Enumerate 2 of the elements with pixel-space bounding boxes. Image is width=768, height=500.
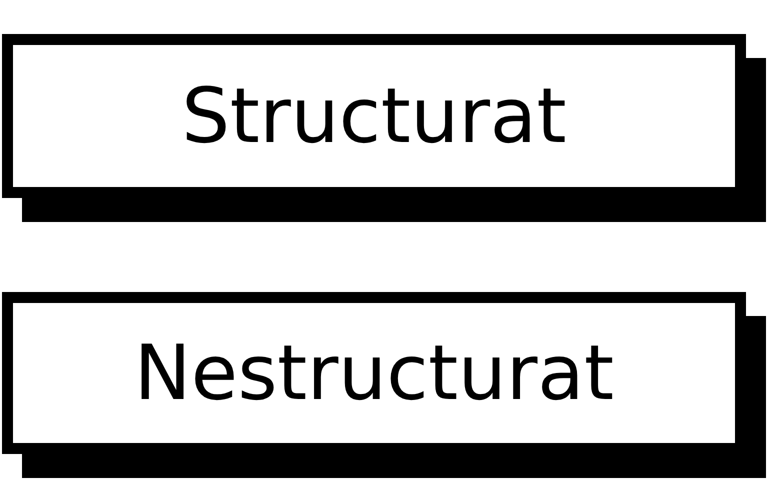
box-label: Nestructurat: [134, 335, 614, 411]
box-label: Structurat: [182, 78, 566, 154]
